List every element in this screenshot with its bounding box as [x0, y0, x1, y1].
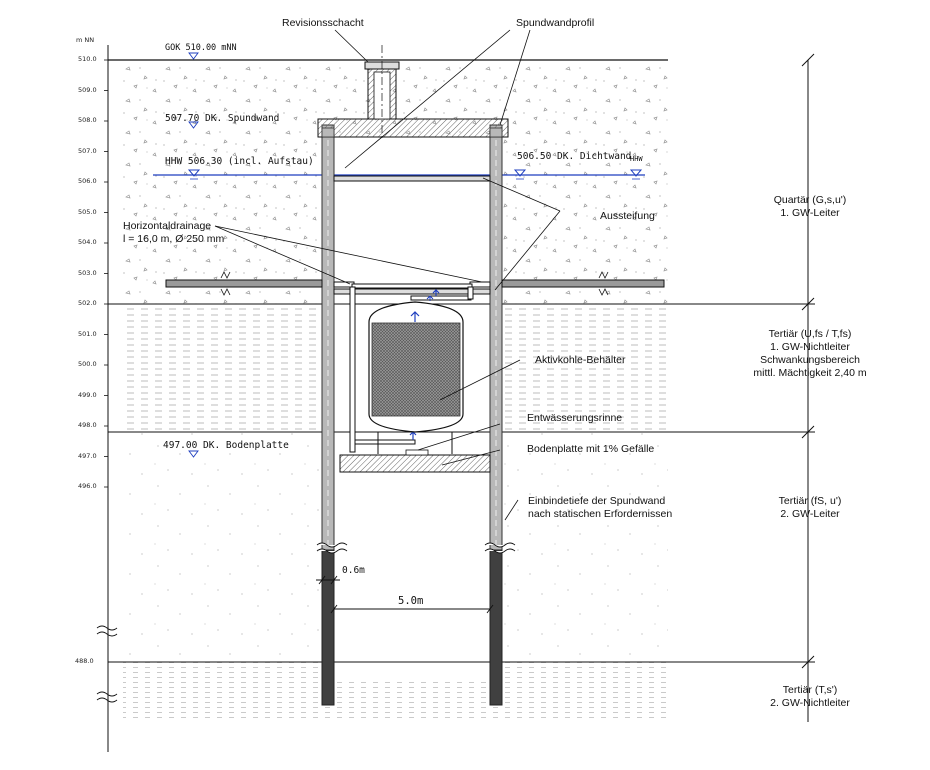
- axis-break-lower: [96, 691, 118, 703]
- spundwand-marker: [188, 121, 199, 129]
- axis-tick-label: 509.0: [78, 85, 97, 94]
- axis-tick-label: 502.0: [78, 299, 97, 307]
- dimension-wall-thickness: [316, 575, 340, 585]
- dimension-pit-width: [330, 604, 494, 614]
- drainage-pipe-right: [501, 279, 665, 288]
- bracing-upper: [333, 175, 491, 182]
- internal-piping: [333, 281, 491, 453]
- dimension-wall-label: 0.6m: [342, 565, 365, 576]
- spundwandprofil-label: Spundwandprofil: [516, 17, 595, 29]
- stratum-1-line-2: 1. GW-Leiter: [780, 207, 840, 219]
- bracing-lower: [333, 288, 491, 295]
- axis-unit-label: m NN: [76, 36, 95, 44]
- sheet-pile-left-light: [321, 124, 335, 551]
- axis-tick-label: 497.0: [78, 451, 97, 460]
- hhw-label: HHW 506.30 (incl. Aufstau): [165, 156, 314, 167]
- horizontaldrainage-spec: l = 16,0 m, Ø 250 mm: [123, 233, 225, 245]
- bottom-slab: [339, 454, 491, 473]
- stratum-2-line-4: mittl. Mächtigkeit 2,40 m: [753, 367, 867, 379]
- stratum-3-line-2: 2. GW-Leiter: [780, 508, 840, 520]
- aktivkohle-label: Aktivkohle-Behälter: [535, 354, 626, 366]
- axis-tick-label: 507.0: [78, 146, 97, 155]
- axis-tick-label: 503.0: [78, 268, 97, 277]
- drainage-channel: [405, 449, 429, 456]
- axis-tick-marks: [104, 59, 108, 488]
- axis-tick-label: 496.0: [78, 482, 97, 490]
- sheet-pile-right-dark: [489, 549, 503, 706]
- cover-slab: [317, 118, 509, 138]
- axis-tick-label: 501.0: [78, 329, 97, 338]
- dk-dichtwand-label: 506.50 DK. Dichtwand: [517, 151, 632, 162]
- leader-lines: [214, 29, 561, 521]
- dimension-width-label: 5.0m: [398, 595, 424, 607]
- sheet-pile-left-dark: [321, 549, 335, 706]
- dk-bodenplatte-label: 497.00 DK. Bodenplatte: [163, 440, 289, 451]
- bodenplatte-label: Bodenplatte mit 1% Gefälle: [527, 443, 655, 455]
- stratum-2-line-3: Schwankungsbereich: [760, 354, 860, 366]
- bodenplatte-marker: [188, 450, 199, 458]
- stratum-4-line-2: 2. GW-Nichtleiter: [770, 697, 850, 709]
- axis-tick-label: 508.0: [78, 116, 97, 124]
- axis-break-upper: [96, 625, 118, 637]
- stratum-3-line-1: Tertiär (fS, u'): [778, 495, 842, 507]
- axis-tick-label: 500.0: [78, 360, 97, 368]
- axis-tick-label: 505.0: [78, 207, 97, 216]
- stratum-2-line-2: 1. GW-Nichtleiter: [770, 341, 850, 353]
- stratum-1-line-1: Quartär (G,s,u'): [773, 194, 847, 206]
- water-symbol-right: [629, 169, 643, 177]
- sheet-pile-right-light: [489, 124, 503, 551]
- gok-marker: [188, 52, 199, 60]
- strata-dimension-ticks: [801, 53, 815, 669]
- axis-tick-label: 499.0: [78, 390, 97, 399]
- stratum-4-line-1: Tertiär (T,s'): [782, 684, 838, 696]
- axis-tick-label: 504.0: [78, 238, 97, 246]
- aussteifung-label: Aussteifung: [600, 210, 655, 222]
- stratum-2-line-1: Tertiär (U,fs / T,fs): [768, 328, 852, 340]
- gok-label: GOK 510.00 mNN: [165, 43, 237, 53]
- axis-tick-label: 510.0: [78, 55, 97, 63]
- axis-tick-label: 506.0: [78, 177, 97, 185]
- revisionsschacht-label: Revisionsschacht: [282, 17, 364, 29]
- einbindetiefe-label-1: Einbindetiefe der Spundwand: [528, 495, 666, 507]
- water-symbol-mid: [513, 169, 527, 177]
- hhw-short-label: HHW: [630, 155, 643, 163]
- dk-spundwand-label: 507.70 DK. Spundwand: [165, 113, 280, 124]
- drainage-pipe-left: [165, 279, 323, 288]
- carbon-fill: [371, 322, 461, 417]
- axis-tick-label: 498.0: [78, 421, 97, 429]
- horizontaldrainage-label: Horizontaldrainage: [123, 220, 212, 232]
- entwaesserungsrinne-label: Entwässerungsrinne: [527, 412, 623, 424]
- axis-tick-488: 488.0: [75, 657, 94, 665]
- einbindetiefe-label-2: nach statischen Erfordernissen: [528, 508, 673, 520]
- water-symbol-left: [187, 169, 201, 177]
